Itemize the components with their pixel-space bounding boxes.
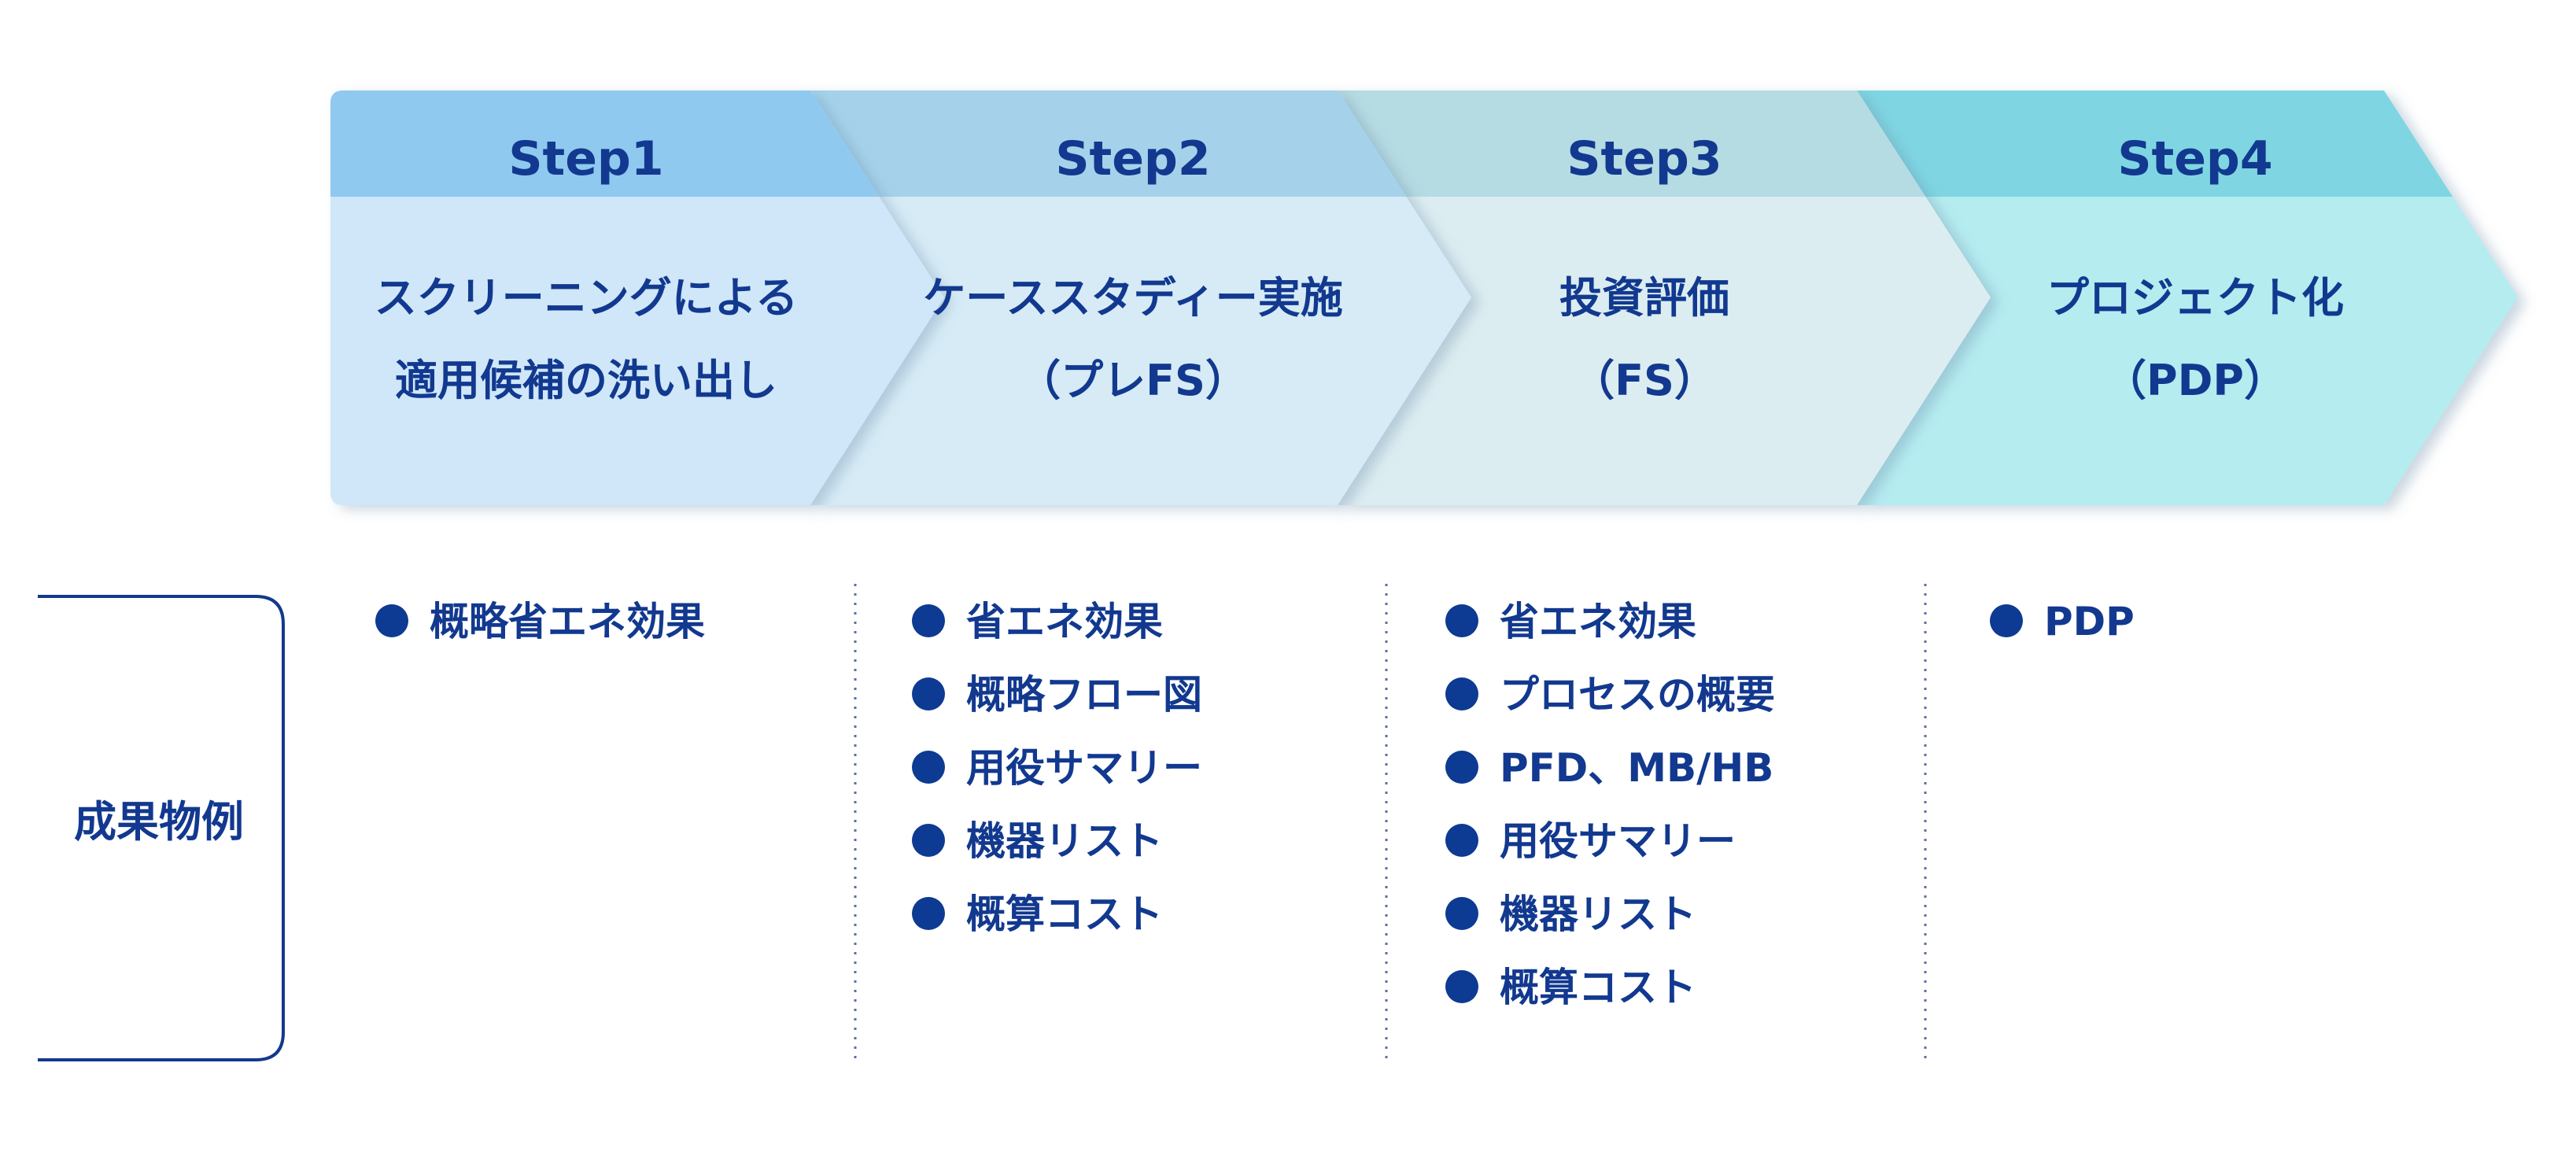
- step-title-line-4-1: プロジェクト化: [2046, 273, 2344, 323]
- bullet-dot-2-1: [912, 604, 945, 637]
- deliverable-item-3-1: 省エネ効果: [1500, 599, 1696, 644]
- deliverable-item-2-1: 省エネ効果: [966, 599, 1163, 644]
- step-title-line-1-1: スクリーニングによる: [375, 273, 798, 323]
- deliverable-item-3-2: プロセスの概要: [1500, 672, 1775, 718]
- deliverable-item-2-3: 用役サマリー: [966, 745, 1202, 791]
- step-title-line-3-2: （FS）: [1572, 356, 1717, 405]
- bullet-dot-2-5: [912, 897, 945, 930]
- step-label-2: Step2: [1055, 131, 1210, 186]
- step-arrow-4: [1857, 90, 2518, 505]
- bullet-dot-3-3: [1445, 751, 1478, 784]
- bullet-dot-3-4: [1445, 824, 1478, 857]
- step-title-line-2-2: （プレFS）: [1018, 356, 1248, 405]
- deliverables-label: 成果物例: [74, 797, 244, 847]
- deliverable-item-3-5: 機器リスト: [1500, 891, 1696, 937]
- bullet-dot-2-2: [912, 677, 945, 710]
- deliverable-item-4-1: PDP: [2044, 599, 2135, 644]
- step-title-line-2-1: ケーススタディー実施: [923, 273, 1343, 323]
- deliverables-section: 成果物例概略省エネ効果省エネ効果概略フロー図用役サマリー機器リスト概算コスト省エ…: [38, 584, 2135, 1062]
- step-title-line-4-2: （PDP）: [2104, 356, 2286, 405]
- step-arrow-3: [1338, 90, 1991, 505]
- deliverables-bracket: [38, 595, 285, 1061]
- deliverable-item-2-2: 概略フロー図: [966, 672, 1202, 718]
- step-arrow-2: [810, 90, 1471, 505]
- step-arrow-header-1: [330, 90, 880, 197]
- step-title-line-3-1: 投資評価: [1559, 273, 1729, 323]
- step-arrow-header-4: [1857, 90, 2453, 197]
- bullet-dot-1-1: [375, 604, 408, 637]
- step-arrow-header-3: [1338, 90, 1926, 197]
- bullet-dot-4-1: [1990, 604, 2023, 637]
- deliverable-item-3-4: 用役サマリー: [1500, 818, 1736, 864]
- step-arrow-header-2: [810, 90, 1407, 197]
- step-label-4: Step4: [2117, 131, 2272, 186]
- bullet-dot-3-5: [1445, 897, 1478, 930]
- step-arrows: [330, 90, 2518, 505]
- step-label-3: Step3: [1567, 131, 1722, 186]
- deliverable-item-3-3: PFD、MB/HB: [1500, 745, 1773, 791]
- bullet-dot-3-1: [1445, 604, 1478, 637]
- bullet-dot-2-4: [912, 824, 945, 857]
- step-title-line-1-2: 適用候補の洗い出し: [395, 356, 777, 405]
- bullet-dot-3-6: [1445, 970, 1478, 1003]
- bullet-dot-2-3: [912, 751, 945, 784]
- deliverable-item-1-1: 概略省エネ効果: [430, 599, 705, 644]
- step-label-1: Step1: [508, 131, 663, 186]
- bullet-dot-3-2: [1445, 677, 1478, 710]
- deliverable-item-3-6: 概算コスト: [1500, 965, 1696, 1010]
- deliverable-item-2-5: 概算コスト: [966, 891, 1163, 937]
- step-arrow-1: [330, 90, 944, 505]
- deliverable-item-2-4: 機器リスト: [966, 818, 1163, 864]
